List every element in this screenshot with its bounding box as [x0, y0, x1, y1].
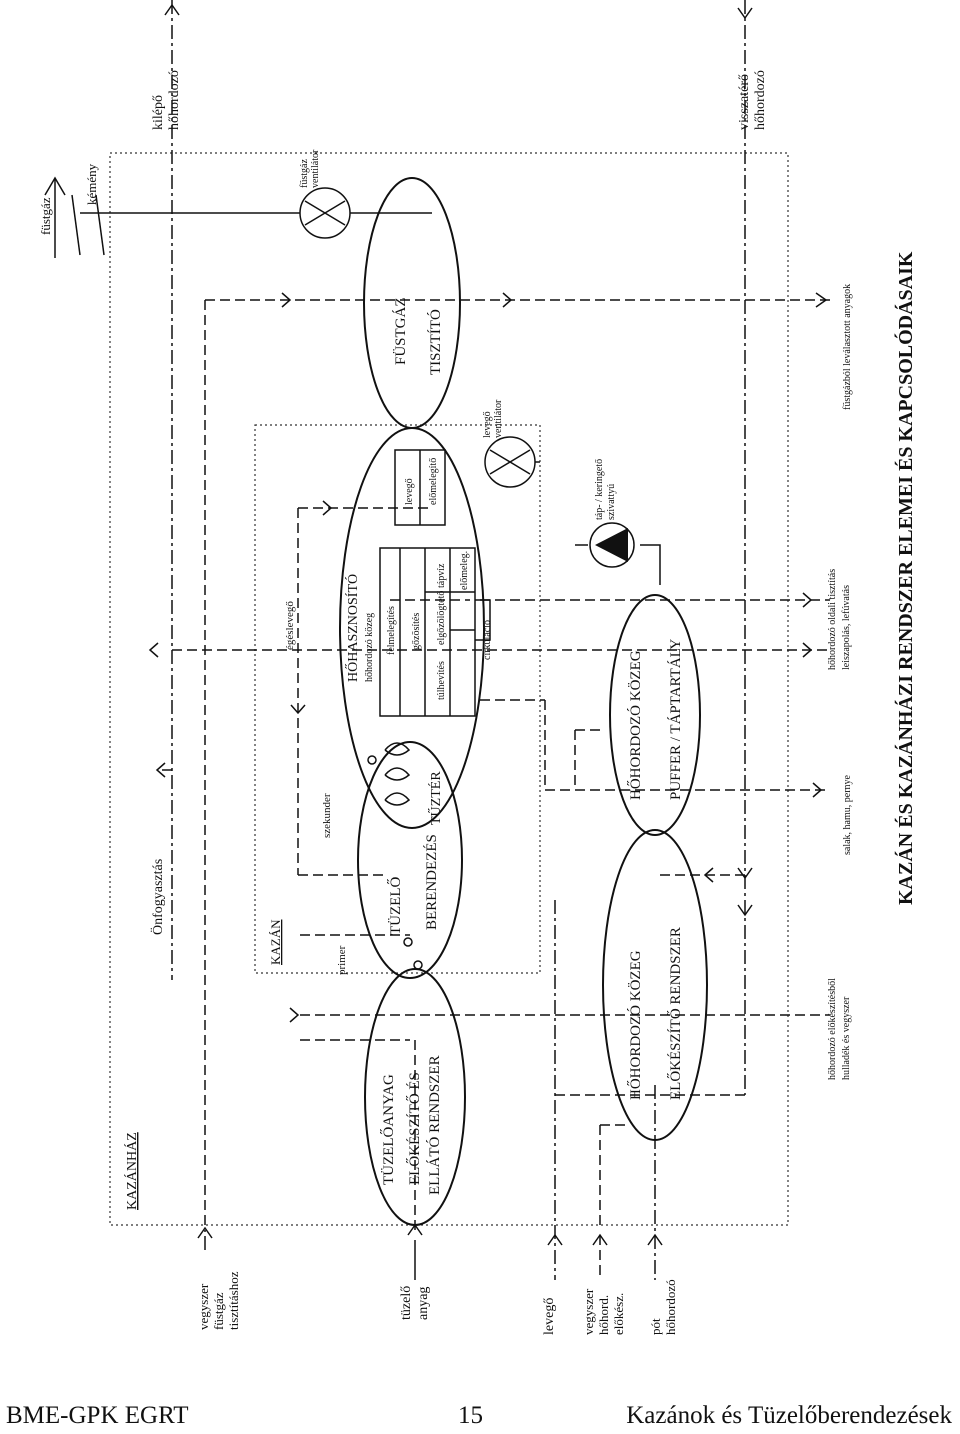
tuzelo-block-label: TÜZELŐ BERENDEZÉS	[387, 834, 440, 935]
air-preheater-label: levegő előmelegítő	[404, 458, 439, 505]
flame-symbols	[384, 742, 411, 806]
levego-in-label: levegő	[542, 1298, 557, 1335]
feed-pump	[575, 522, 661, 585]
pot-hohordozo-label: pót hőhordozó	[648, 1279, 678, 1335]
egeslevego-label: égéslevegő	[284, 601, 296, 650]
fustgaz-tisztito-block	[363, 177, 461, 429]
output-salak: salak, hamu, pernye	[842, 774, 853, 855]
onfogyasztas-label: Önfogyasztás	[149, 859, 166, 935]
hohordozo-elokeszito-block	[602, 829, 708, 1141]
hx-section-elgozologteto: elgőzölögtető	[436, 591, 447, 645]
vegyszer-hohord-label: vegyszer hőhord. előkész.	[581, 1286, 626, 1335]
tuzelo-berendezes-block	[357, 741, 463, 979]
tuzelo-anyag-label: tüzelő anyag	[399, 1282, 431, 1320]
output-hulladek: hőhordozó előkészítésből hulladék és veg…	[827, 976, 852, 1080]
tuzter-label: TŰZTÉR	[427, 771, 444, 825]
kemeny-label: kémény	[84, 163, 99, 205]
hx-row-felmelegites: felmelegítés	[386, 606, 397, 655]
air-fan	[484, 436, 540, 488]
diagram-title: KAZÁN ÉS KAZÁNHÁZI RENDSZER ELEMEI ÉS KA…	[893, 251, 917, 905]
puffer-block	[609, 594, 701, 836]
kazan-label: KAZÁN	[268, 919, 283, 965]
flue-gas-fan	[299, 187, 351, 239]
page-footer: BME-GPK EGRT 15 Kazánok és Tüzelőberende…	[0, 1400, 960, 1434]
bottom-stream-lines	[197, 900, 663, 1280]
hx-section-tapviz: tápvíz	[436, 563, 447, 588]
boiler-house-diagram: füstgáz ventilátor	[38, 0, 917, 1335]
hx-row-tulhevites: túlhevítés	[436, 661, 447, 700]
kazan-boundary	[254, 424, 541, 974]
output-fustgazbol: füstgázból leválasztott anyagok	[842, 284, 853, 410]
page-number: 15	[458, 1402, 483, 1429]
chimney	[44, 176, 432, 258]
internal-flow-lines	[148, 292, 830, 1236]
kazanhaz-boundary	[109, 152, 789, 1226]
output-hohordozo-oldali: hőhordozó oldali tisztítás leiszapolás, …	[827, 566, 852, 670]
kilepo-hohordozo-label: kilépő hőhordozó	[151, 70, 182, 130]
hx-section-elomeleg: előmeleg.	[459, 551, 470, 590]
tuzeloanyag-block	[364, 968, 466, 1226]
puffer-label: HŐHORDOZÓ KÖZEG PUFFER / TÁPTARTÁLY	[627, 639, 684, 800]
heat-exchanger	[379, 449, 491, 717]
visszatero-hohordozo-label: visszatérő hőhordozó	[737, 70, 768, 130]
hx-row-gozosites: gőzösítés	[411, 613, 422, 650]
air-fan-label: levegő ventilátor	[482, 399, 504, 438]
air-inlet-points	[367, 755, 423, 970]
tuzeloanyag-block-label: TÜZELŐANYAG ELŐKÉSZÍTŐ ÉS ELLÁTÓ RENDSZE…	[380, 1055, 443, 1195]
footer-right: Kazánok és Tüzelőberendezések	[626, 1402, 952, 1429]
footer-left: BME-GPK EGRT	[6, 1402, 189, 1429]
hx-cirkulacio: cirkuláció	[482, 620, 493, 660]
fustgaz-tisztito-label: FÜSTGÁZ TISZTÍTÓ	[392, 294, 444, 375]
vegyszer-fustgaz-label: vegyszer füstgáz tisztításhoz	[196, 1271, 241, 1330]
top-stream-lines	[164, 0, 753, 1095]
primer-label: primer	[336, 945, 348, 975]
hohordozo-elokeszito-label: HŐHORDOZÓ KÖZEG ELŐKÉSZÍTŐ RENDSZER	[627, 927, 684, 1100]
fustgaz-out-label: füstgáz	[38, 197, 53, 235]
szekunder-label: szekunder	[321, 793, 333, 838]
hohasznosito-label: HŐHASZNOSÍTÓ hőhordozó közeg	[344, 570, 375, 682]
flue-fan-label: füstgáz ventilátor	[299, 149, 321, 188]
kazanhaz-label: KAZÁNHÁZ	[123, 1132, 140, 1210]
pump-label: táp- / keringető szivattyú	[594, 456, 617, 520]
